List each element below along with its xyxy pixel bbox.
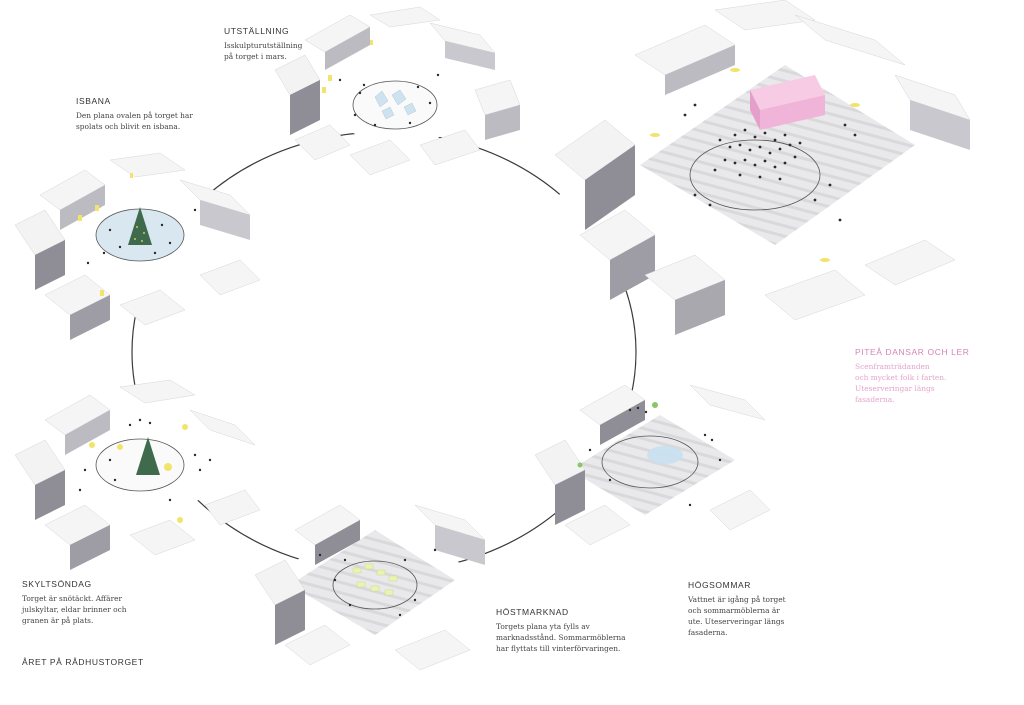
caption-text: Isskulpturutställning på torget i mars.	[224, 41, 303, 61]
scene-utstallning	[270, 6, 521, 176]
scene-hogsommar	[530, 384, 775, 546]
scene-pitea	[545, 0, 971, 335]
caption-text: Vattnet är igång på torget och sommarmöb…	[688, 595, 786, 637]
caption-hogsommar: HÖGSOMMAR Vattnet är igång på torget och…	[688, 580, 858, 638]
caption-title: ISBANA	[76, 96, 111, 106]
oval-square	[689, 139, 821, 211]
crowd	[86, 208, 197, 265]
caption-text: Torget är snötäckt. Affärer julskyltar, …	[22, 594, 127, 625]
caption-isbana: ISBANA Den plana ovalen på torget har sp…	[76, 96, 246, 132]
ice-sculptures	[374, 89, 417, 120]
caption-title: SKYLTSÖNDAG	[22, 579, 92, 589]
caption-title: UTSTÄLLNING	[224, 26, 290, 36]
market-stalls	[352, 563, 398, 596]
buildings	[14, 152, 261, 340]
trees	[577, 402, 658, 468]
oval-square	[352, 80, 438, 130]
fires	[89, 424, 188, 523]
caption-title: PITEÅ DANSAR OCH LER	[855, 347, 970, 357]
oval-square	[601, 435, 699, 489]
caption-text: Scenframträdanden och mycket folk i fart…	[855, 362, 947, 404]
water-feature	[647, 446, 683, 464]
caption-text: Torgets plana yta fylls av marknadsstånd…	[496, 622, 626, 653]
christmas-tree	[128, 207, 152, 245]
crowd	[683, 103, 857, 222]
umbrellas	[650, 68, 860, 262]
buildings	[534, 384, 771, 546]
oval-square	[332, 560, 418, 610]
caption-hostmarknad: HÖSTMARKNAD Torgets plana yta fylls av m…	[496, 607, 666, 654]
crowd	[588, 406, 722, 507]
scene-skyltsondag	[10, 379, 265, 570]
stage	[750, 75, 825, 130]
caption-title: HÖSTMARKNAD	[496, 607, 569, 617]
christmas-tree	[136, 437, 160, 475]
crowd	[338, 73, 440, 127]
caption-text: Den plana ovalen på torget har spolats o…	[76, 111, 193, 131]
buildings	[274, 6, 521, 176]
buildings	[254, 504, 486, 671]
caption-title: HÖGSOMMAR	[688, 580, 752, 590]
buildings	[14, 379, 261, 570]
crowd	[318, 548, 437, 617]
caption-skyltsondag: SKYLTSÖNDAG Torget är snötäckt. Affärer …	[22, 579, 192, 626]
caption-utstallning: UTSTÄLLNING Isskulpturutställning på tor…	[224, 26, 394, 62]
scene-isbana	[10, 152, 265, 340]
scene-hostmarknad	[250, 504, 495, 671]
page-title: ÅRET PÅ RÅDHUSTORGET	[22, 657, 144, 667]
buildings	[554, 0, 971, 335]
caption-pitea: PITEÅ DANSAR OCH LER Scenframträdanden o…	[855, 347, 1024, 405]
crowd	[78, 418, 212, 502]
